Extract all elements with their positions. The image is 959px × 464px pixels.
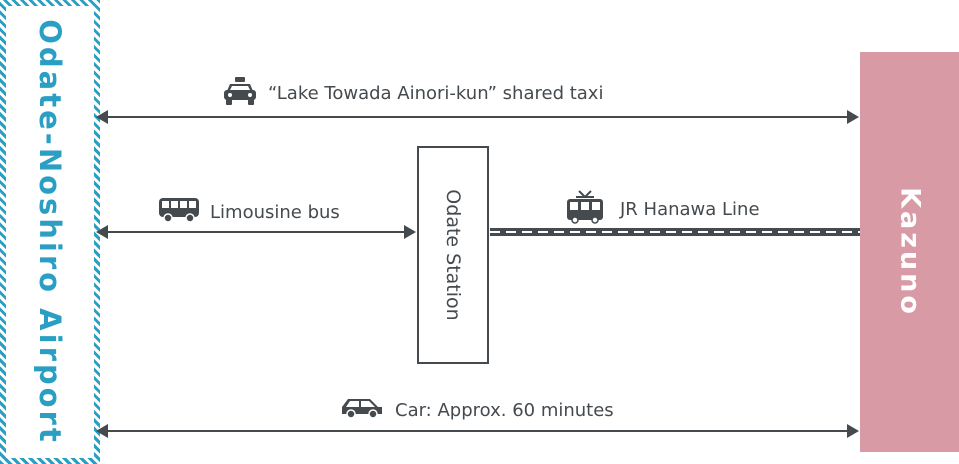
taxi-route-arrow: [96, 110, 859, 124]
airport-box-inner: Odate-Noshiro Airport: [6, 6, 94, 458]
taxi-icon: [222, 76, 258, 111]
train-route-label: JR Hanawa Line: [620, 199, 760, 220]
taxi-route-label: “Lake Towada Ainori-kun” shared taxi: [268, 83, 604, 104]
train-route-label-group: JR Hanawa Line: [566, 190, 760, 229]
bus-icon: [158, 197, 200, 228]
car-icon: [339, 396, 385, 425]
bus-route-label-group: Limousine bus: [158, 197, 340, 228]
car-route-arrow: [96, 424, 859, 438]
train-icon: [566, 190, 604, 229]
kazuno-box: Kazuno: [860, 52, 959, 452]
airport-box: Odate-Noshiro Airport: [0, 0, 100, 464]
odate-station-box: Odate Station: [417, 146, 489, 364]
bus-route-label: Limousine bus: [210, 202, 340, 223]
taxi-route-label-group: “Lake Towada Ainori-kun” shared taxi: [222, 76, 603, 111]
train-route-track: [490, 228, 860, 236]
car-route-label: Car: Approx. 60 minutes: [395, 400, 614, 421]
car-route-label-group: Car: Approx. 60 minutes: [339, 396, 614, 425]
bus-route-arrow: [96, 225, 416, 239]
